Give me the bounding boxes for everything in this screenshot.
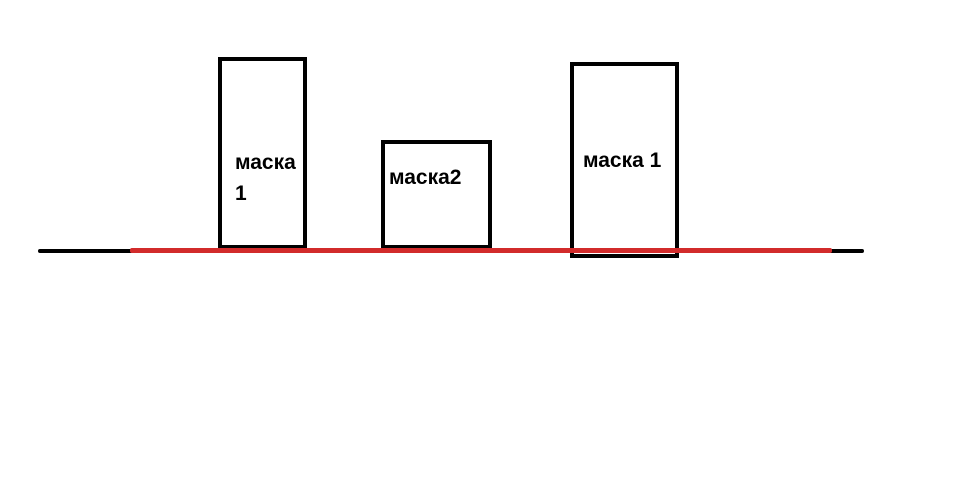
mask-label-left: маска 1 xyxy=(235,151,296,205)
red-baseline xyxy=(130,248,832,253)
mask-label-right: маска 1 xyxy=(583,149,662,172)
mask-box-right xyxy=(570,62,679,258)
mask-box-left xyxy=(218,57,307,249)
mask-box-middle xyxy=(381,140,492,249)
mask-label-middle: маска2 xyxy=(389,166,462,189)
